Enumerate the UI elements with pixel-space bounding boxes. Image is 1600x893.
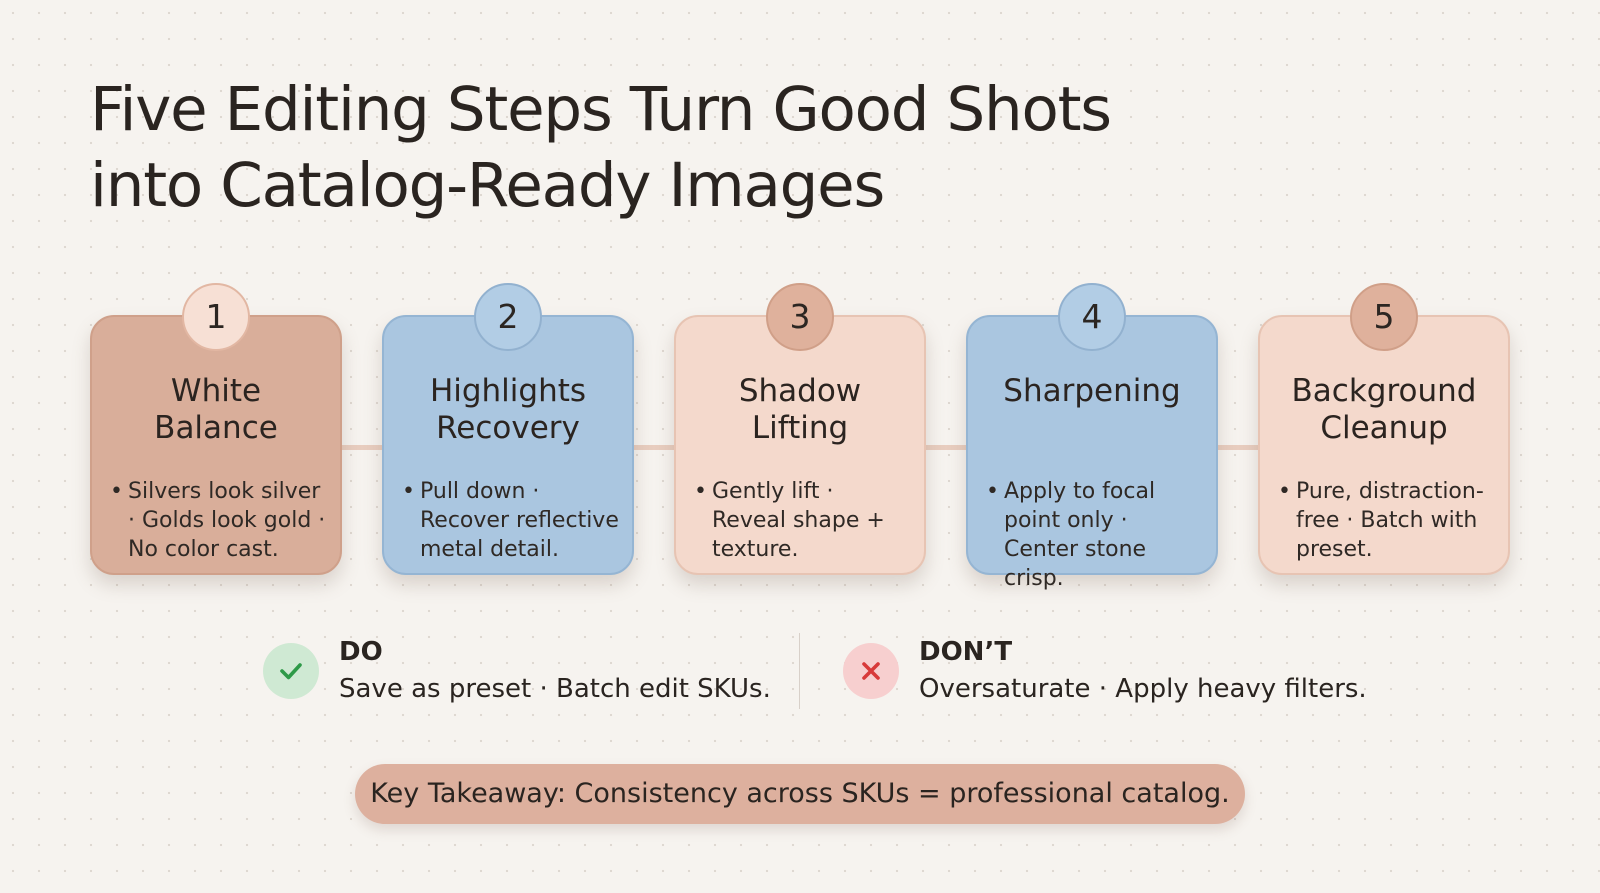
step-title-line-1: Background [1291, 373, 1477, 409]
bullet-icon: • [1278, 479, 1291, 504]
steps-flow: 1 White Balance •Silvers look silver · G… [90, 282, 1510, 591]
step-number-badge: 2 [474, 283, 542, 351]
step-title-line-1: Sharpening [1003, 373, 1181, 409]
bullet-icon: • [694, 479, 707, 504]
step-card-background-cleanup: 5 Background Cleanup •Pure, distraction-… [1258, 283, 1510, 575]
dont-heading: DON’T [919, 637, 1013, 667]
step-description: •Pure, distraction-free · Batch with pre… [1278, 477, 1498, 564]
step-number-badge: 1 [182, 283, 250, 351]
bullet-icon: • [402, 479, 415, 504]
bullet-icon: • [110, 479, 123, 504]
step-card-shadow-lifting: 3 Shadow Lifting •Gently lift · Reveal s… [674, 283, 926, 575]
step-card-highlights-recovery: 2 Highlights Recovery •Pull down · Recov… [382, 283, 634, 575]
step-title: Background Cleanup [1260, 373, 1508, 447]
check-icon [263, 643, 319, 699]
step-number-badge: 3 [766, 283, 834, 351]
bullet-icon: • [986, 479, 999, 504]
step-number-badge: 5 [1350, 283, 1418, 351]
title-line-1: Five Editing Steps Turn Good Shots [90, 74, 1112, 145]
step-description-text: Gently lift · Reveal shape + texture. [712, 479, 885, 562]
step-description-text: Pull down · Recover reflective metal det… [420, 479, 619, 562]
step-description: •Pull down · Recover reflective metal de… [402, 477, 622, 564]
step-description-text: Silvers look silver · Golds look gold · … [128, 479, 326, 562]
step-description-text: Apply to focal point only · Center stone… [1004, 479, 1156, 591]
step-number-badge: 4 [1058, 283, 1126, 351]
key-takeaway-banner: Key Takeaway: Consistency across SKUs = … [355, 764, 1245, 824]
step-title-line-2: Lifting [751, 410, 849, 446]
step-title-line-2: Cleanup [1320, 410, 1448, 446]
step-description: •Gently lift · Reveal shape + texture. [694, 477, 914, 564]
step-card-sharpening: 4 Sharpening •Apply to focal point only … [966, 283, 1218, 591]
divider [799, 633, 800, 709]
step-title-line-1: White [170, 373, 262, 409]
step-title: Shadow Lifting [676, 373, 924, 447]
step-card-white-balance: 1 White Balance •Silvers look silver · G… [90, 283, 342, 575]
dont-text: Oversaturate · Apply heavy filters. [919, 674, 1367, 704]
step-description-text: Pure, distraction-free · Batch with pres… [1296, 479, 1484, 562]
title-line-2: into Catalog-Ready Images [90, 150, 885, 221]
step-title: White Balance [92, 373, 340, 447]
step-title-line-1: Shadow [738, 373, 862, 409]
step-title: Sharpening [968, 373, 1216, 410]
step-description: •Apply to focal point only · Center ston… [986, 477, 1206, 593]
step-description: •Silvers look silver · Golds look gold ·… [110, 477, 330, 564]
step-title-line-2: Recovery [436, 410, 580, 446]
x-icon [843, 643, 899, 699]
step-title-line-2: Balance [154, 410, 278, 446]
do-heading: DO [339, 637, 383, 667]
do-dont-section: DO Save as preset · Batch edit SKUs. DON… [0, 630, 1600, 710]
step-title-line-1: Highlights [429, 373, 587, 409]
page-title: Five Editing Steps Turn Good Shots into … [90, 72, 1290, 224]
do-text: Save as preset · Batch edit SKUs. [339, 674, 771, 704]
step-title: Highlights Recovery [384, 373, 632, 447]
